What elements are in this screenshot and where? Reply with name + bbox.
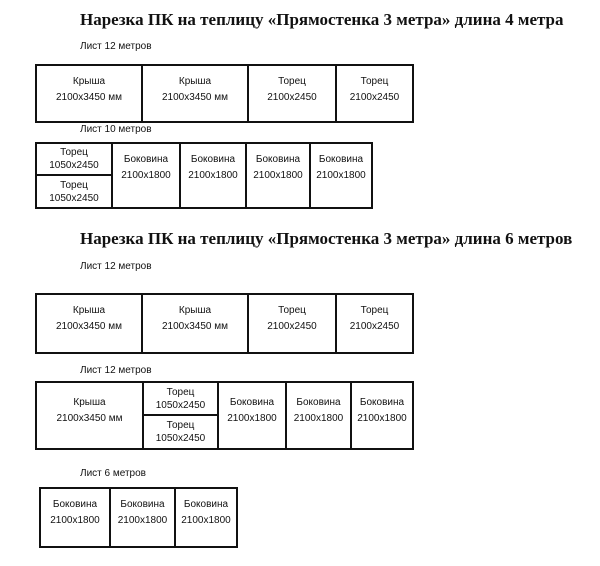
piece: Боковина 2100х1800	[41, 489, 109, 546]
piece-size: 2100х1800	[188, 170, 238, 181]
piece: Торец 2100х2450	[335, 295, 412, 352]
piece-size: 2100х1800	[293, 413, 344, 424]
piece-size: 2100х1800	[253, 170, 303, 181]
piece-name: Торец	[278, 305, 306, 316]
piece-name: Боковина	[190, 154, 236, 165]
sheet-label: Лист 6 метров	[80, 468, 146, 479]
piece-size: 2100х1800	[357, 413, 407, 424]
piece-size: 1050х2450	[49, 160, 99, 171]
section1-title: Нарезка ПК на теплицу «Прямостенка 3 мет…	[80, 10, 564, 29]
piece-name: Боковина	[183, 499, 229, 510]
piece: Крыша 2100х3450 мм	[37, 295, 141, 352]
piece-size: 2100х2450	[349, 321, 400, 332]
piece-size: 2100х3450 мм	[161, 321, 229, 332]
piece-name: Боковина	[255, 154, 301, 165]
piece: Боковина 2100х1800	[285, 383, 350, 448]
sheet-s1-1: Крыша 2100х3450 мм Крыша 2100х3450 мм Торе…	[35, 64, 414, 123]
piece-name: Крыша	[178, 305, 212, 316]
piece: Крыша 2100х3450 мм	[141, 66, 247, 121]
piece: Боковина 2100х1800	[309, 144, 371, 207]
piece: Торец 2100х2450	[247, 295, 335, 352]
piece-size: 1050х2450	[155, 433, 206, 444]
piece-name: Боковина	[296, 397, 341, 408]
piece: Крыша 2100х3450 мм	[37, 66, 141, 121]
piece-name: Торец	[166, 420, 195, 431]
piece: Боковина 2100х1800	[217, 383, 285, 448]
piece: Крыша 2100х3450 мм	[37, 383, 142, 448]
piece: Боковина 2100х1800	[179, 144, 245, 207]
sheet-s2-3: Боковина 2100х1800 Боковина 2100х1800 Боко…	[39, 487, 238, 548]
sheet-s2-1: Крыша 2100х3450 мм Крыша 2100х3450 мм Торе…	[35, 293, 414, 354]
piece-size: 2100х1800	[227, 413, 277, 424]
piece: Торец 1050х2450	[37, 144, 111, 176]
piece-name: Крыша	[73, 397, 106, 408]
piece-name: Торец	[60, 147, 88, 158]
piece-size: 2100х3450 мм	[56, 413, 123, 424]
piece-size: 1050х2450	[49, 192, 99, 204]
piece-size: 1050х2450	[155, 399, 206, 411]
piece: Боковина 2100х1800	[111, 144, 179, 207]
piece-size: 2100х2450	[267, 321, 317, 332]
piece-name: Крыша	[72, 76, 106, 87]
piece-name: Торец	[360, 305, 389, 316]
piece-size: 2100х1800	[117, 515, 168, 526]
piece: Боковина 2100х1800	[109, 489, 174, 546]
piece-name: Боковина	[123, 154, 169, 165]
piece: Торец 2100х2450	[247, 66, 335, 121]
piece-size: 2100х3450 мм	[55, 92, 123, 103]
piece-name: Боковина	[318, 154, 364, 165]
piece-name: Торец	[166, 386, 195, 398]
piece-size: 2100х1800	[50, 515, 100, 526]
piece: Торец 2100х2450	[335, 66, 412, 121]
piece-name: Боковина	[120, 499, 165, 510]
piece-size: 2100х1800	[316, 170, 366, 181]
piece-size: 2100х1800	[181, 515, 231, 526]
piece: Торец 1050х2450	[144, 416, 217, 448]
piece: Боковина 2100х1800	[350, 383, 412, 448]
piece-name: Торец	[360, 76, 389, 87]
piece: Боковина 2100х1800	[174, 489, 236, 546]
piece-size: 2100х2450	[267, 92, 317, 103]
piece-name: Торец	[60, 179, 88, 191]
piece-name: Торец	[278, 76, 306, 87]
piece-name: Боковина	[52, 499, 98, 510]
piece: Боковина 2100х1800	[245, 144, 309, 207]
sheet-label: Лист 10 метров	[80, 124, 152, 135]
sheet-label: Лист 12 метров	[80, 261, 152, 272]
piece-name: Крыша	[178, 76, 212, 87]
piece-size: 2100х2450	[349, 92, 400, 103]
piece-size: 2100х1800	[121, 170, 171, 181]
piece-name: Боковина	[229, 397, 275, 408]
sheet-label: Лист 12 метров	[80, 41, 152, 52]
sheet-label: Лист 12 метров	[80, 365, 152, 376]
piece: Крыша 2100х3450 мм	[141, 295, 247, 352]
piece-size: 2100х3450 мм	[161, 92, 229, 103]
piece-name: Боковина	[359, 397, 405, 408]
piece-name: Крыша	[72, 305, 106, 316]
section2-title: Нарезка ПК на теплицу «Прямостенка 3 мет…	[80, 229, 573, 248]
piece-size: 2100х3450 мм	[55, 321, 123, 332]
